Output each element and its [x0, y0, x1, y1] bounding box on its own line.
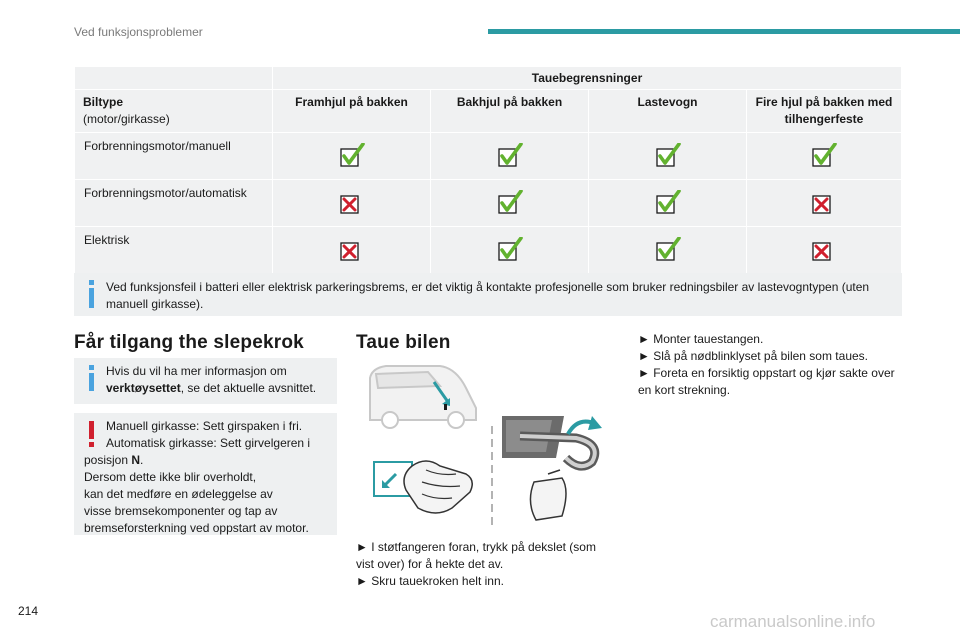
rotate-arrow-icon	[566, 416, 602, 436]
table-row: Forbrenningsmotor/manuell	[74, 132, 902, 180]
watermark: carmanualsonline.info	[710, 612, 876, 631]
mark-cell	[430, 179, 589, 227]
warning-line: kan det medføre en ødeleggelse av	[84, 487, 273, 501]
mark-cell	[588, 179, 747, 227]
step-text: en kort strekning.	[638, 383, 731, 397]
page-number: 214	[18, 604, 39, 618]
warning-text: posisjon N. Dersom dette ikke blir overh…	[84, 452, 334, 537]
section-title-towing-eye: Får tilgang the slepekrok	[74, 332, 304, 353]
table-empty-corner	[74, 66, 273, 90]
towing-hook-illustration	[369, 365, 602, 528]
cross-box-icon	[339, 195, 359, 214]
check-box-icon	[655, 143, 681, 167]
warning-text-indented: Manuell girkasse: Sett girspaken i fri. …	[106, 418, 334, 452]
mark-cell	[272, 226, 431, 274]
info-note-toolkit: Hvis du vil ha mer informasjon om verktø…	[74, 358, 337, 404]
warning-line: bremseforsterkning ved oppstart av motor…	[84, 521, 309, 535]
row-name: Forbrenningsmotor/automatisk	[74, 179, 273, 227]
cross-box-icon	[339, 242, 359, 261]
mark-cell	[430, 226, 589, 274]
step-text: ► Skru tauekroken helt inn.	[356, 574, 504, 588]
info-toolkit-bold: verktøysettet	[106, 381, 181, 395]
type-sublabel: (motor/girkasse)	[83, 112, 170, 126]
table-row: Forbrenningsmotor/automatisk	[74, 179, 902, 227]
check-box-icon	[812, 143, 837, 167]
info-note-text: Ved funksjonsfeil i batteri eller elektr…	[106, 280, 870, 311]
type-label: Biltype	[83, 95, 124, 109]
gear-position-n: N	[131, 453, 141, 467]
cross-box-icon	[812, 195, 831, 214]
column-header-four-wheels: Fire hjul på bakken med tilhengerfeste	[746, 89, 902, 133]
check-box-icon	[497, 237, 523, 261]
mark-cell	[746, 132, 902, 180]
header-accent-bar	[488, 29, 960, 34]
warning-line: Manuell girkasse: Sett girspaken i fri.	[106, 419, 303, 433]
warning-line: posisjon	[84, 453, 132, 467]
step-text: vist over) for å hekte det av.	[356, 557, 504, 571]
mark-cell	[588, 226, 747, 274]
steps-tow-hook: ► I støtfangeren foran, trykk på dekslet…	[356, 539, 618, 590]
section-title-tow-vehicle: Taue bilen	[356, 332, 451, 353]
table-group-header: Tauebegrensninger	[272, 66, 902, 90]
check-box-icon	[497, 190, 523, 214]
check-box-icon	[339, 143, 365, 167]
warning-icon	[89, 421, 94, 447]
step-text: ► Foreta en forsiktig oppstart og kjør s…	[638, 366, 895, 380]
check-box-icon	[497, 143, 523, 167]
warning-line: Dersom dette ikke blir overholdt,	[84, 470, 257, 484]
step-text: ► I støtfangeren foran, trykk på dekslet…	[356, 540, 596, 554]
mark-cell	[272, 179, 431, 227]
column-header-front-wheels: Framhjul på bakken	[272, 89, 431, 133]
table-type-header: Biltype (motor/girkasse)	[74, 89, 273, 133]
info-icon	[89, 280, 94, 308]
mark-cell	[588, 132, 747, 180]
check-box-icon	[655, 190, 681, 214]
column-header-flatbed: Lastevogn	[588, 89, 747, 133]
info-note-battery: Ved funksjonsfeil i batteri eller elektr…	[74, 273, 902, 316]
arrow-down-icon	[432, 381, 450, 410]
steps-tow-bar: ► Monter tauestangen. ► Slå på nødblinkl…	[638, 331, 902, 399]
hand-pressing-icon	[373, 460, 473, 514]
row-name: Elektrisk	[74, 226, 273, 274]
warning-line: visse bremsekomponenter og tap av	[84, 504, 278, 518]
step-text: ► Slå på nødblinklyset på bilen som taue…	[638, 349, 868, 363]
van-outline-icon	[369, 365, 477, 429]
row-name: Forbrenningsmotor/manuell	[74, 132, 273, 180]
mark-cell	[272, 132, 431, 180]
info-toolkit-pre: Hvis du vil ha mer informasjon om	[106, 364, 287, 378]
tow-hook-icon	[502, 416, 600, 471]
info-toolkit-post: , se det aktuelle avsnittet.	[180, 381, 317, 395]
mark-cell	[430, 132, 589, 180]
mark-cell	[746, 179, 902, 227]
bumper-cover-icon	[529, 469, 567, 521]
warning-note-gearbox: Manuell girkasse: Sett girspaken i fri. …	[74, 413, 337, 535]
towing-restrictions-table: Tauebegrensninger Biltype (motor/girkass…	[74, 66, 902, 274]
header-section-title: Ved funksjonsproblemer	[74, 25, 203, 39]
mark-cell	[746, 226, 902, 274]
column-header-rear-wheels: Bakhjul på bakken	[430, 89, 589, 133]
warning-line: Automatisk girkasse: Sett girvelgeren i	[106, 436, 311, 450]
cross-box-icon	[812, 242, 831, 261]
warning-punctuation: .	[140, 453, 144, 467]
step-text: ► Monter tauestangen.	[638, 332, 764, 346]
table-row: Elektrisk	[74, 226, 902, 274]
check-box-icon	[655, 237, 681, 261]
info-icon	[89, 365, 94, 391]
